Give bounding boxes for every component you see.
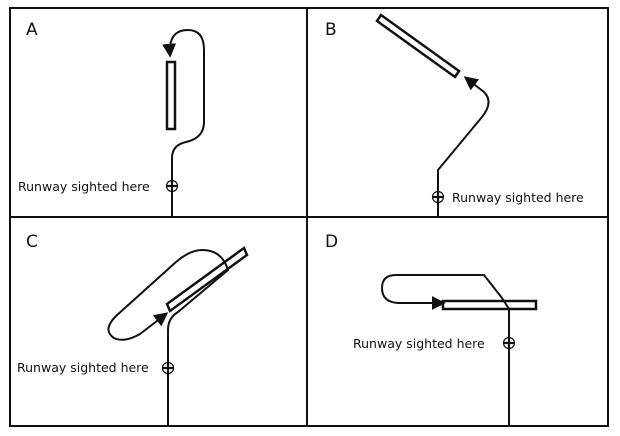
approach-path bbox=[107, 249, 229, 427]
cross-circle-icon bbox=[431, 190, 445, 204]
panel-c: C Runway sighted here bbox=[17, 232, 249, 427]
runway bbox=[441, 299, 538, 311]
panel-a: A Runway sighted here bbox=[18, 20, 205, 218]
runway bbox=[165, 60, 177, 131]
cross-circle-icon bbox=[502, 336, 516, 350]
panel-letter: B bbox=[325, 20, 337, 40]
sighted-label: Runway sighted here bbox=[17, 360, 149, 375]
sighted-label: Runway sighted here bbox=[452, 190, 584, 205]
panel-letter: C bbox=[26, 232, 38, 252]
approach-path bbox=[381, 274, 510, 427]
panel-letter: A bbox=[26, 20, 38, 40]
cross-circle-icon bbox=[161, 361, 175, 375]
approach-path bbox=[162, 29, 205, 218]
panel-d: D Runway sighted here bbox=[325, 232, 538, 427]
cross-circle-icon bbox=[165, 179, 179, 193]
runway bbox=[375, 13, 461, 79]
approach-path bbox=[437, 76, 490, 218]
panel-b: B Runway sighted here bbox=[325, 13, 584, 218]
runway bbox=[165, 246, 249, 313]
panel-letter: D bbox=[325, 232, 338, 252]
sighted-label: Runway sighted here bbox=[18, 179, 150, 194]
sighted-label: Runway sighted here bbox=[353, 336, 485, 351]
